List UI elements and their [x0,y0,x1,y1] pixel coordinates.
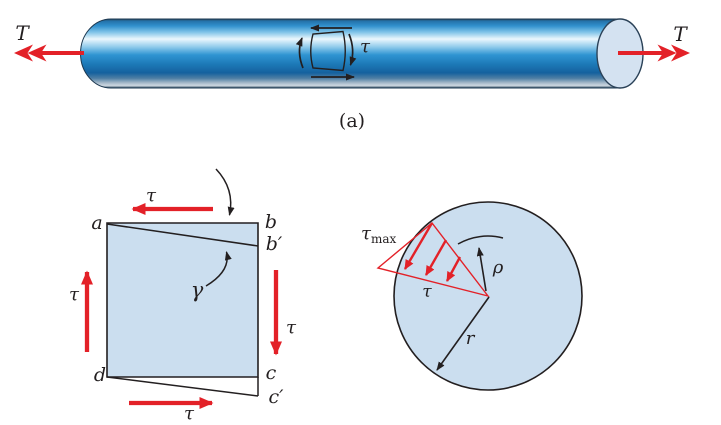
stress-arrow-middle-icon [424,239,448,276]
shear-element-figure: γ τ τ τ τ a b b′ d c c′ [69,168,297,424]
tau-top-label: τ [146,185,157,206]
gamma-leader-arrow-icon [205,251,232,287]
corner-b-prime-label: b′ [266,233,283,255]
corner-d-label: d [94,364,106,386]
torque-right-label: T [673,22,688,46]
rho-label: ρ [492,257,504,278]
tau-max-label: τmax [361,223,397,246]
element-leader-arrow-icon [215,168,235,216]
deformed-top-edge [106,223,259,247]
tau-left-label: τ [69,284,80,305]
radius-label: r [466,328,476,349]
torque-arrow-left-icon [14,44,84,62]
tau-bottom-label: τ [184,403,195,424]
corner-b-label: b [265,211,277,233]
corner-c-prime-label: c′ [269,386,285,408]
cross-section-figure: τmax τ ρ r [361,201,583,391]
stress-arrow-inner-icon [445,256,462,282]
corner-a-label: a [91,212,102,234]
tau-right-label: τ [286,317,297,338]
shaft-figure: T T τ (a) [14,18,690,132]
caption-a: (a) [339,110,365,132]
element-shear-arrow-left-icon [295,37,304,69]
corner-c-label: c [266,362,277,384]
deformed-bottom-edge [106,376,259,397]
rho-arrow-icon [476,247,487,292]
torque-left-label: T [15,21,30,45]
tau-distribution-label: τ [422,282,432,302]
shear-strain-label: γ [191,278,204,302]
element-face [106,222,259,378]
rho-arc [457,235,504,245]
stress-arrow-outer-icon [403,222,434,270]
surface-element-outline [310,30,346,72]
element-shear-arrow-right-icon [348,33,357,66]
shaft-shear-label: τ [360,36,371,57]
radius-arrow-icon [436,296,490,371]
torque-arrow-right-icon [618,44,690,62]
